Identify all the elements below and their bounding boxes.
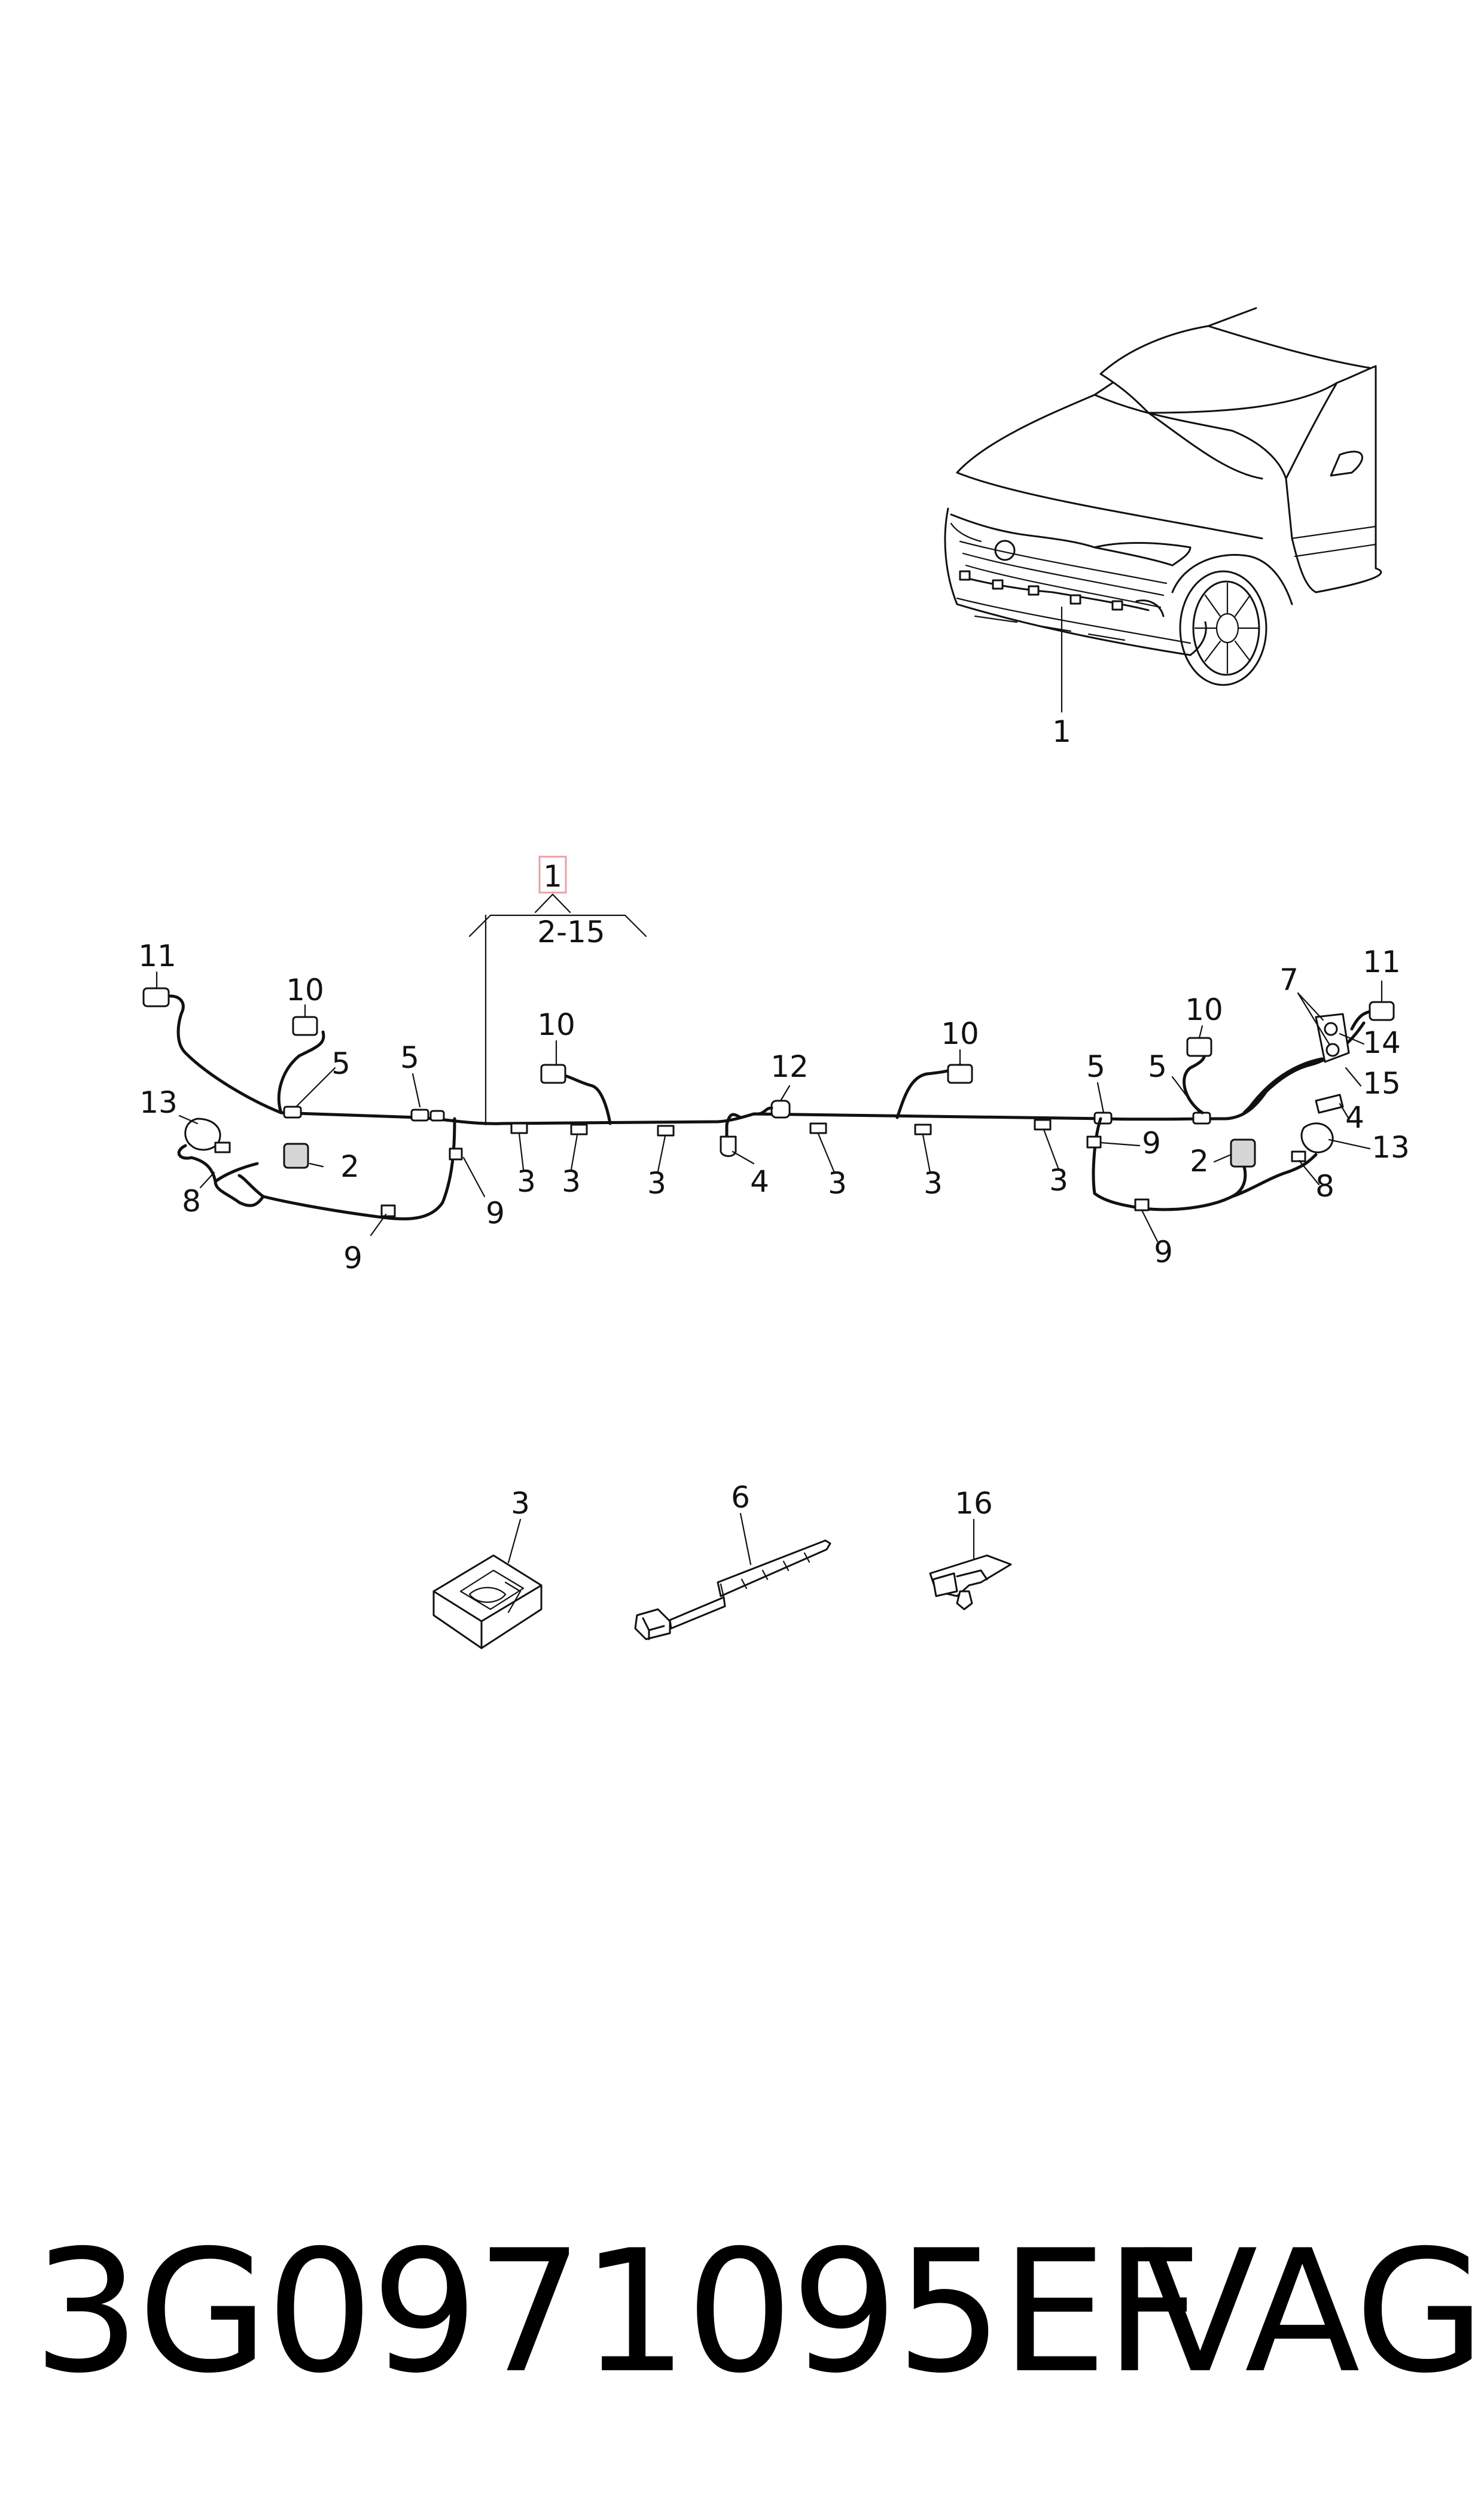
callout-13-right: 13 bbox=[1372, 1130, 1410, 1165]
callout-10-right: 10 bbox=[1185, 992, 1223, 1027]
group-highlight-box bbox=[538, 855, 567, 894]
callout-4-right: 4 bbox=[1345, 1100, 1364, 1135]
group-bracket: 1 2-15 bbox=[468, 855, 647, 1126]
callout-3-a: 3 bbox=[517, 1164, 536, 1199]
callout-10-center-2: 10 bbox=[941, 1016, 979, 1051]
callout-2-right: 2 bbox=[1190, 1144, 1209, 1179]
callout-2-left: 2 bbox=[340, 1149, 359, 1184]
callout-8-right: 8 bbox=[1315, 1169, 1334, 1204]
callout-5-left-2: 5 bbox=[400, 1040, 419, 1075]
group-range: 2-15 bbox=[537, 915, 605, 949]
callout-8-left: 8 bbox=[182, 1184, 201, 1219]
callout-3-e: 3 bbox=[924, 1166, 943, 1201]
car-callout: 1 bbox=[1052, 714, 1071, 749]
callout-11-left: 11 bbox=[138, 939, 176, 973]
group-id: 1 bbox=[543, 859, 562, 894]
callout-10-center-1: 10 bbox=[537, 1007, 575, 1042]
detail-callout-3: 3 bbox=[511, 1486, 530, 1521]
callout-4-center: 4 bbox=[750, 1164, 769, 1199]
car-illustration: 1 bbox=[944, 307, 1382, 749]
part-number: 3G0971095EF bbox=[33, 2213, 1202, 2410]
callout-9-right-1: 9 bbox=[1142, 1126, 1161, 1161]
callout-14: 14 bbox=[1363, 1025, 1401, 1060]
callout-5-left-1: 5 bbox=[331, 1046, 351, 1081]
callout-5-right-1: 5 bbox=[1086, 1049, 1105, 1084]
callout-3-c: 3 bbox=[647, 1166, 666, 1201]
callout-5-right-2: 5 bbox=[1148, 1049, 1167, 1084]
wiring-harness: 11 10 5 5 13 2 8 9 9 10 3 3 3 4 12 3 3 1… bbox=[138, 939, 1410, 1275]
callout-3-d: 3 bbox=[828, 1166, 847, 1201]
callout-13-left: 13 bbox=[139, 1085, 178, 1120]
detail-callout-16: 16 bbox=[955, 1486, 993, 1521]
detail-clip-3: 3 bbox=[432, 1486, 543, 1649]
detail-cable-tie-6: 6 bbox=[634, 1480, 831, 1640]
detail-callout-6: 6 bbox=[731, 1480, 750, 1515]
callout-3-f: 3 bbox=[1049, 1163, 1068, 1198]
callout-15: 15 bbox=[1363, 1066, 1401, 1101]
callout-12: 12 bbox=[770, 1049, 809, 1084]
detail-parts: 3 6 16 bbox=[432, 1480, 1012, 1649]
callout-9-left-2: 9 bbox=[486, 1196, 505, 1231]
detail-holder-16: 16 bbox=[929, 1486, 1012, 1610]
callout-9-right-2: 9 bbox=[1154, 1235, 1173, 1269]
brand-label: VAG bbox=[1142, 2213, 1484, 2410]
callout-11-right: 11 bbox=[1363, 945, 1401, 979]
callout-3-b: 3 bbox=[562, 1164, 581, 1199]
callout-7: 7 bbox=[1279, 963, 1299, 997]
callout-9-left-1: 9 bbox=[343, 1241, 362, 1275]
callout-10-left: 10 bbox=[286, 973, 324, 1007]
